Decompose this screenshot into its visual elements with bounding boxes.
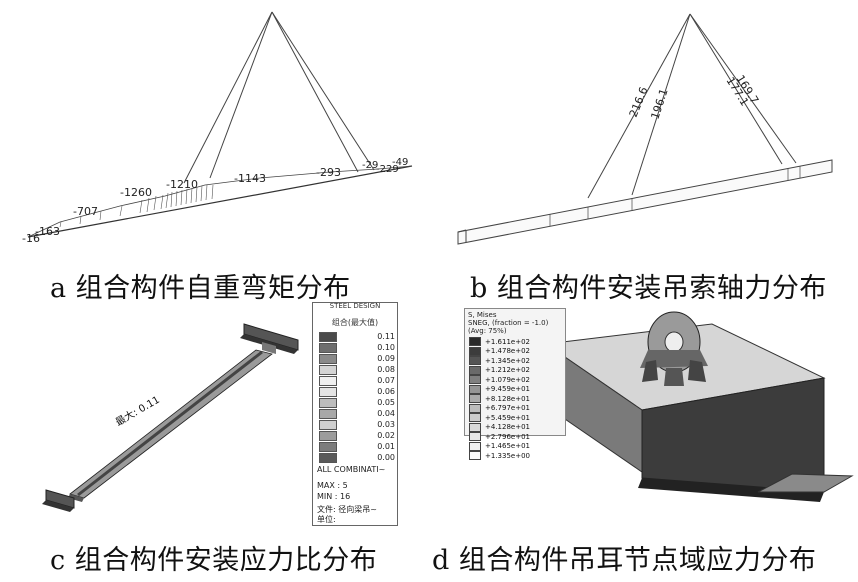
stress-ratio-scale: 0.11 0.10 0.09 0.08 0.07 0.06 0.05 0.04 … — [319, 331, 395, 463]
combination-label: ALL COMBINATI~ — [317, 465, 386, 474]
min-value: MIN : 16 — [317, 492, 351, 501]
scale-label: 0.01 — [377, 442, 395, 451]
moment-label: -1260 — [120, 186, 152, 199]
scale-swatch — [319, 331, 337, 342]
lug-model — [544, 311, 854, 502]
scale-swatch — [319, 386, 337, 397]
scale-label: +1.079e+02 — [485, 375, 530, 384]
unit-label: 单位: — [317, 515, 336, 524]
axial-force-label: 196.1 — [648, 87, 670, 121]
moment-label: -163 — [35, 225, 60, 238]
moment-label: -1143 — [234, 172, 266, 185]
scale-label: +8.128e+01 — [485, 394, 530, 403]
scale-swatch — [469, 346, 481, 356]
scale-swatch — [319, 408, 337, 419]
caption-b: b 组合构件安装吊索轴力分布 — [470, 273, 827, 304]
panel-d-lug-stress: S, Mises SNEG, (fraction = -1.0) (Avg: 7… — [462, 302, 858, 538]
legend-header-line: S, Mises — [468, 311, 497, 319]
scale-label: 0.10 — [377, 343, 395, 352]
scale-label: 0.04 — [377, 409, 395, 418]
scale-label: +4.128e+01 — [485, 423, 530, 432]
moment-label: -16 — [22, 232, 40, 245]
legend-header-line: (Avg: 75%) — [468, 327, 507, 335]
scale-swatch — [469, 384, 481, 394]
stress-ratio-legend: STEEL DESIGN 组合(最大值) 0.11 0.10 0.09 0.08… — [312, 302, 398, 526]
scale-swatch — [469, 403, 481, 413]
scale-swatch — [319, 375, 337, 386]
scale-swatch — [319, 397, 337, 408]
caption-a: a 组合构件自重弯矩分布 — [50, 273, 351, 304]
caption-c: c 组合构件安装应力比分布 — [50, 545, 378, 576]
scale-swatch — [469, 394, 481, 404]
mises-legend: S, Mises SNEG, (fraction = -1.0) (Avg: 7… — [464, 308, 566, 461]
legend-header: STEEL DESIGN — [329, 302, 381, 310]
scale-swatch — [319, 342, 337, 353]
scale-label: 0.09 — [377, 354, 395, 363]
scale-label: +1.212e+02 — [485, 366, 530, 375]
scale-label: +9.459e+01 — [485, 385, 530, 394]
panel-c-stress-ratio: 最大: 0.11 STEEL DESIGN 组合(最大值) 0.11 0.10 … — [0, 302, 420, 538]
panel-a-moment-diagram: -16 -163 -707 -1260 -1210 -1143 -293 -29… — [0, 0, 430, 260]
scale-swatch — [319, 353, 337, 364]
moment-label: -229 — [376, 164, 399, 175]
moment-label: -29 — [362, 160, 378, 171]
mises-scale: +1.611e+02 +1.478e+02 +1.345e+02 +1.212e… — [469, 337, 530, 461]
scale-label: +1.611e+02 — [485, 337, 530, 346]
panel-b-cable-force: 216.6 196.1 169.7 177.1 — [440, 0, 858, 260]
stress-ratio-model: 最大: 0.11 — [42, 323, 299, 512]
axial-force-label: 216.6 — [627, 85, 651, 119]
scale-label: +1.335e+00 — [485, 451, 530, 460]
file-label: 文件: 径向梁吊~ — [317, 505, 377, 514]
scale-swatch — [469, 413, 481, 423]
scale-swatch — [469, 356, 481, 366]
scale-label: +1.345e+02 — [485, 356, 530, 365]
moment-diagram-svg: -16 -163 -707 -1260 -1210 -1143 -293 -29… — [22, 11, 413, 245]
scale-label: 0.08 — [377, 365, 395, 374]
scale-label: 0.00 — [377, 453, 395, 462]
moment-label: -49 — [392, 157, 408, 168]
legend-header-line: SNEG, (fraction = -1.0) — [468, 319, 549, 327]
scale-label: +1.478e+02 — [485, 347, 530, 356]
scale-swatch — [469, 422, 481, 432]
moment-label: -293 — [316, 166, 341, 179]
scale-swatch — [469, 375, 481, 385]
scale-swatch — [469, 337, 481, 347]
scale-label: +2.796e+01 — [485, 432, 530, 441]
scale-swatch — [469, 451, 481, 461]
max-value: MAX : 5 — [317, 481, 348, 490]
scale-label: +6.797e+01 — [485, 404, 530, 413]
scale-swatch — [469, 441, 481, 451]
scale-label: +1.465e+01 — [485, 442, 530, 451]
scale-label: +5.459e+01 — [485, 413, 530, 422]
scale-swatch — [469, 432, 481, 442]
moment-label: -707 — [73, 205, 98, 218]
scale-swatch — [319, 364, 337, 375]
scale-label: 0.07 — [377, 376, 395, 385]
moment-label: -1210 — [166, 178, 198, 191]
cable-force-svg: 216.6 196.1 169.7 177.1 — [457, 13, 833, 245]
scale-swatch — [319, 419, 337, 430]
scale-label: 0.06 — [377, 387, 395, 396]
scale-label: 0.05 — [377, 398, 395, 407]
scale-label: 0.02 — [377, 431, 395, 440]
scale-swatch — [319, 430, 337, 441]
legend-title: 组合(最大值) — [331, 318, 379, 327]
scale-swatch — [319, 441, 337, 452]
max-annotation: 最大: 0.11 — [113, 393, 162, 429]
scale-label: 0.03 — [377, 420, 395, 429]
caption-d: d 组合构件吊耳节点域应力分布 — [432, 545, 817, 576]
scale-swatch — [469, 365, 481, 375]
scale-swatch — [319, 452, 337, 463]
scale-label: 0.11 — [377, 332, 395, 341]
